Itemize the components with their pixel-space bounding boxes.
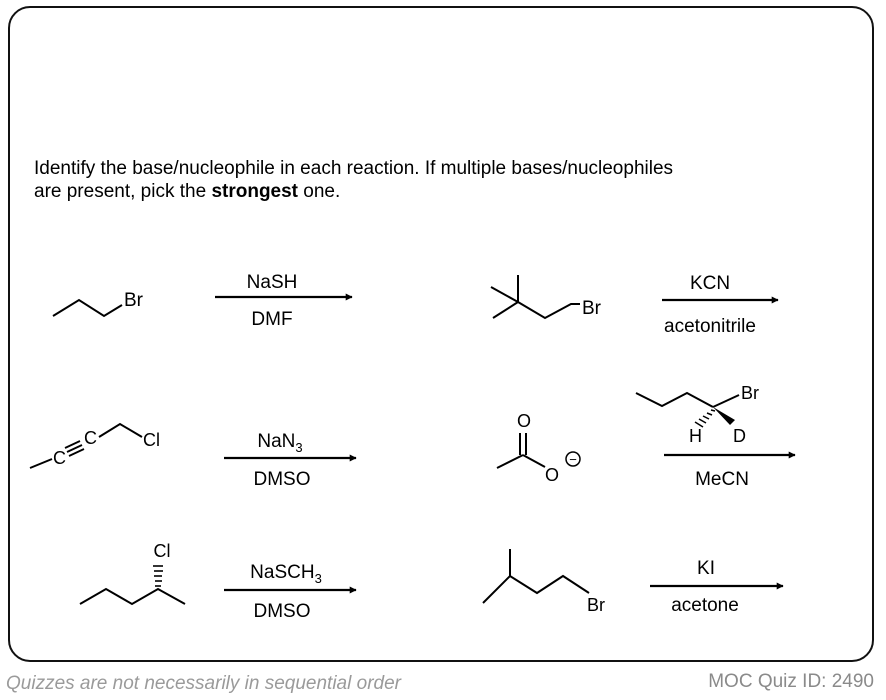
prompt-emphasis: strongest — [211, 181, 299, 202]
acetate-oxygen-bond — [522, 454, 546, 468]
prompt-line-2-start: are present, pick the — [34, 181, 212, 202]
bromine-label: Br — [587, 595, 605, 615]
deuterium-label: D — [733, 426, 746, 446]
triple-bond-line — [64, 440, 81, 449]
quaternary-carbon-bond — [492, 301, 519, 319]
quiz-id: MOC Quiz ID: 2490 — [708, 671, 874, 692]
solid-wedge-bond — [713, 407, 735, 425]
bromine-label: Br — [741, 383, 759, 403]
reaction-2: Br KCN acetonitrile — [490, 273, 779, 337]
chlorine-label: Cl — [154, 541, 171, 561]
solvent-label: DMSO — [254, 601, 311, 622]
solvent-label: DMSO — [254, 469, 311, 490]
carbonyl-oxygen-label: O — [517, 411, 531, 431]
reaction-5: Cl NaSCH3 DMSO — [79, 541, 357, 622]
neopentyl-chain-bond — [517, 301, 580, 320]
chloromethyl-bond — [98, 422, 143, 438]
reagent-label: NaSCH3 — [250, 562, 322, 586]
methyl-bond — [29, 458, 53, 469]
solvent-label: DMF — [251, 309, 292, 330]
reagent-label: NaSH — [247, 272, 298, 293]
propyl-chain-bond — [52, 298, 123, 318]
prompt-line-2-end: one. — [298, 181, 341, 202]
alkyne-carbon-label: C — [53, 448, 66, 468]
hydrogen-label: H — [689, 426, 702, 446]
bromine-label: Br — [582, 298, 602, 319]
alkyne-carbon-label: C — [84, 428, 97, 448]
hashed-wedge-bond — [694, 409, 716, 428]
pentyl-chain-bond — [635, 391, 714, 408]
bromine-label: Br — [124, 290, 144, 311]
acetate-methyl-bond — [496, 454, 524, 469]
solvent-label: acetonitrile — [664, 316, 756, 337]
reagent-label: KI — [697, 558, 715, 579]
reaction-3: C C Cl NaN3 DMSO — [29, 422, 357, 490]
triple-bond-line — [68, 448, 85, 457]
hashed-wedge-bond — [153, 565, 163, 587]
question-prompt: Identify the base/nucleophile in each re… — [34, 157, 834, 203]
oxide-oxygen-label: O — [545, 465, 559, 485]
reagent-label: NaN3 — [257, 431, 302, 455]
negative-charge-symbol: − — [569, 452, 577, 467]
prompt-line-1: Identify the base/nucleophile in each re… — [34, 158, 674, 179]
reaction-4: O O − Br H D MeCN — [496, 383, 796, 490]
negative-charge-icon — [565, 451, 581, 467]
sequence-disclaimer: Quizzes are not necessarily in sequentia… — [6, 673, 401, 694]
triple-bond-line — [66, 444, 83, 453]
reagent-label: KCN — [690, 273, 730, 294]
pentyl-chain-bond — [79, 587, 186, 606]
chlorine-label: Cl — [143, 430, 160, 450]
reaction-6: Br KI acetone — [482, 549, 784, 616]
solvent-label: acetone — [671, 595, 739, 616]
quaternary-carbon-bond — [490, 286, 519, 303]
isopentyl-chain-bond — [482, 574, 590, 604]
stereocenter-bromine-bond — [712, 394, 740, 408]
reaction-1: Br NaSH DMF — [52, 272, 353, 330]
quiz-card — [8, 6, 874, 662]
solvent-label: MeCN — [695, 469, 749, 490]
